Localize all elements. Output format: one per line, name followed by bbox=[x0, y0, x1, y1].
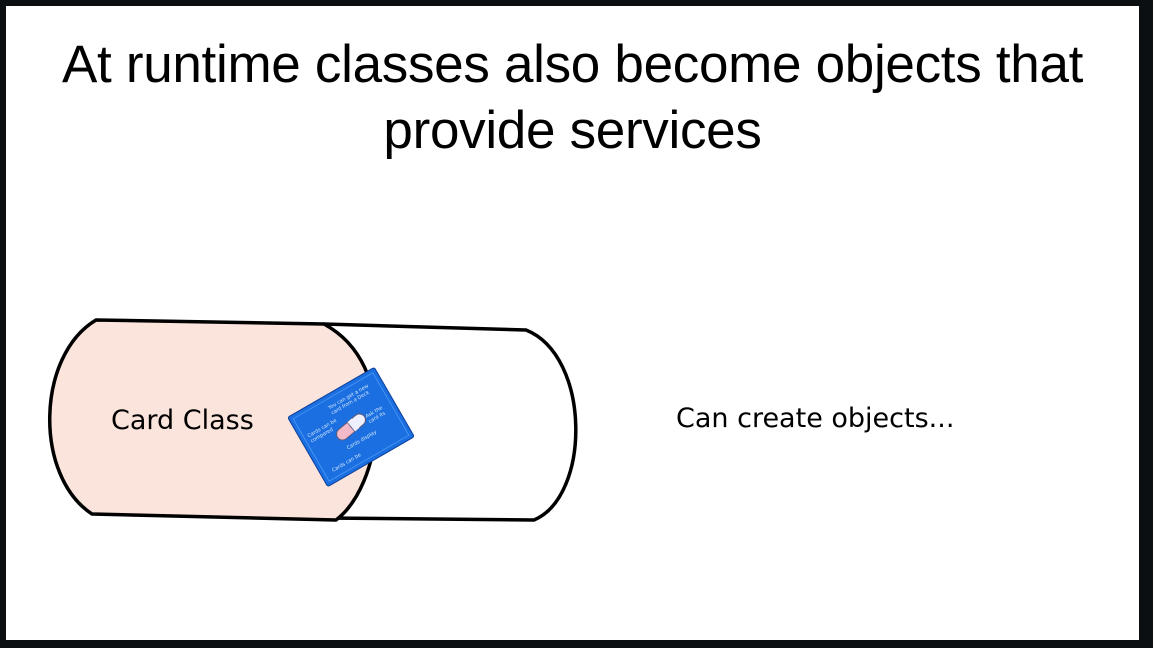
object-capsule bbox=[322, 322, 578, 522]
class-object-diagram: Card Class You can get a new card from a… bbox=[48, 318, 578, 522]
slide-title-line-1: At runtime classes also become objects t… bbox=[61, 35, 1084, 94]
slide-title-line-2: provide services bbox=[383, 101, 762, 160]
card-object: You can get a new card from a Deck Cards… bbox=[287, 367, 415, 487]
caption-create-objects: Can create objects... bbox=[676, 403, 955, 434]
slide: At runtime classes also become objects t… bbox=[6, 6, 1139, 640]
pill-icon bbox=[336, 413, 366, 441]
slide-title: At runtime classes also become objects t… bbox=[6, 32, 1139, 164]
class-label: Card Class bbox=[111, 405, 254, 436]
